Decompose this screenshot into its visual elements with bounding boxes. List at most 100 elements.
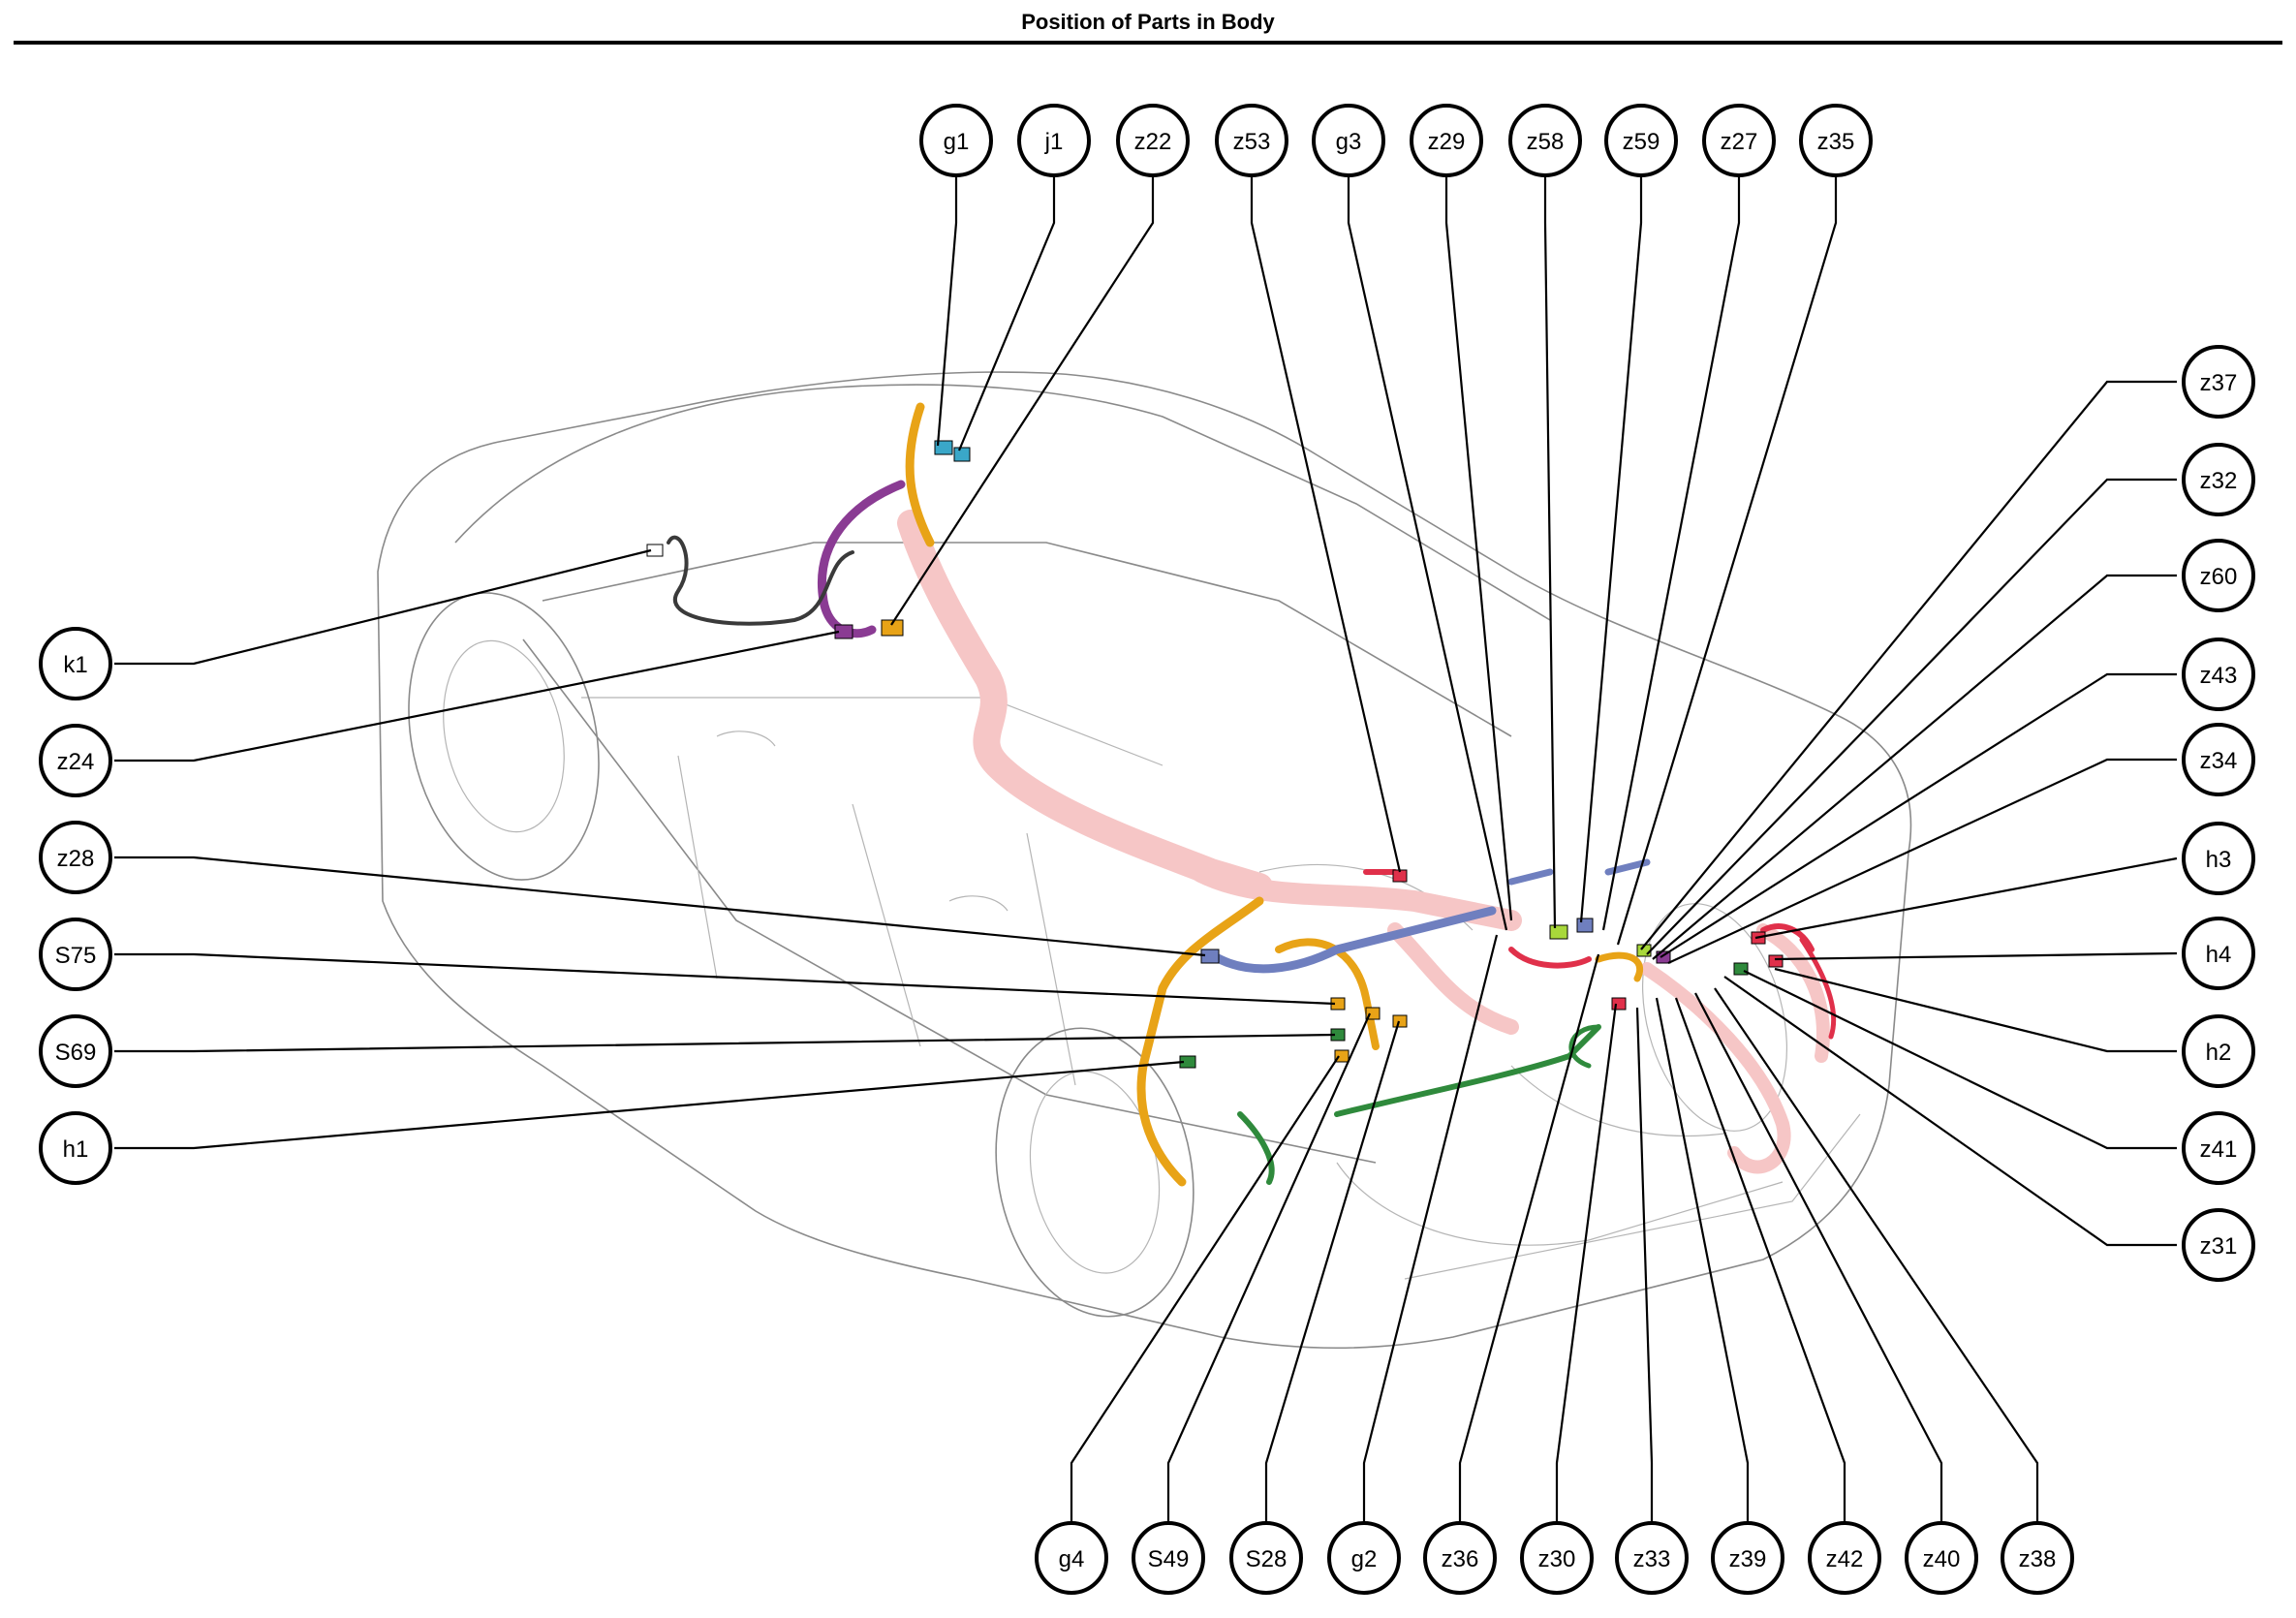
callout-label: z22	[1134, 129, 1172, 155]
connector-z58	[1549, 924, 1568, 940]
leader-z35	[1616, 137, 1838, 946]
callout-label: z28	[57, 846, 95, 872]
callout-g1[interactable]: g1	[919, 104, 993, 177]
connector-s28	[1392, 1014, 1408, 1028]
connector-h2	[1733, 962, 1749, 976]
callout-z39[interactable]: z39	[1711, 1521, 1784, 1595]
callout-S69[interactable]: S69	[39, 1014, 112, 1088]
leader-z40	[1694, 992, 1943, 1548]
leader-z42	[1674, 997, 1846, 1548]
callout-label: g4	[1059, 1546, 1085, 1572]
leader-k1	[114, 548, 652, 666]
leader-g3	[1347, 137, 1508, 931]
callout-label: z41	[2200, 1136, 2238, 1163]
callout-label: z31	[2200, 1233, 2238, 1260]
page-title: Position of Parts in Body	[1021, 10, 1275, 34]
callout-z38[interactable]: z38	[2001, 1521, 2074, 1595]
callout-g4[interactable]: g4	[1035, 1521, 1108, 1595]
leader-z30	[1555, 1003, 1618, 1548]
connector-z28	[1200, 949, 1220, 964]
callout-z41[interactable]: z41	[2182, 1111, 2255, 1185]
callout-z43[interactable]: z43	[2182, 638, 2255, 711]
leader-g4	[1070, 1055, 1340, 1548]
callout-label: z27	[1721, 129, 1758, 155]
connector-z30	[1611, 997, 1627, 1011]
callout-z30[interactable]: z30	[1520, 1521, 1594, 1595]
callout-k1[interactable]: k1	[39, 627, 112, 700]
callout-label: z43	[2200, 663, 2238, 689]
connector-z22	[881, 619, 904, 637]
connector-g4	[1334, 1049, 1350, 1063]
callout-h1[interactable]: h1	[39, 1111, 112, 1185]
callout-label: z59	[1623, 129, 1660, 155]
callout-label: z58	[1527, 129, 1565, 155]
callout-z22[interactable]: z22	[1116, 104, 1190, 177]
callout-z58[interactable]: z58	[1508, 104, 1582, 177]
callout-label: j1	[1044, 129, 1064, 155]
leader-z24	[114, 630, 840, 762]
callouts: g1 j1 z22 z53 g3 z29 z58 z59 z27 z35 z37…	[39, 104, 2255, 1595]
leader-z32	[1646, 478, 2177, 955]
leader-h4	[1774, 951, 2178, 961]
leader-z39	[1655, 997, 1750, 1548]
callout-z31[interactable]: z31	[2182, 1208, 2255, 1282]
callout-z60[interactable]: z60	[2182, 539, 2255, 612]
callout-h4[interactable]: h4	[2182, 917, 2255, 990]
callout-label: z38	[2019, 1546, 2057, 1572]
callout-j1[interactable]: j1	[1017, 104, 1091, 177]
leader-z60	[1652, 574, 2177, 960]
callout-g2[interactable]: g2	[1327, 1521, 1401, 1595]
callout-z36[interactable]: z36	[1423, 1521, 1497, 1595]
leader-z43	[1660, 672, 2177, 958]
leader-g2	[1362, 934, 1499, 1548]
callout-label: z37	[2200, 370, 2238, 396]
callout-label: S69	[55, 1040, 97, 1066]
callout-z53[interactable]: z53	[1215, 104, 1288, 177]
leader-h1	[114, 1060, 1185, 1150]
connector-h4	[1768, 954, 1784, 968]
callout-z27[interactable]: z27	[1702, 104, 1776, 177]
leader-z37	[1640, 380, 2177, 950]
callout-label: k1	[63, 652, 87, 678]
callout-S28[interactable]: S28	[1229, 1521, 1303, 1595]
callout-label: S28	[1246, 1546, 1288, 1572]
callout-z29[interactable]: z29	[1410, 104, 1483, 177]
callout-z32[interactable]: z32	[2182, 443, 2255, 516]
callout-z42[interactable]: z42	[1808, 1521, 1881, 1595]
connector-z59	[1576, 918, 1594, 933]
callout-z24[interactable]: z24	[39, 724, 112, 797]
callout-h2[interactable]: h2	[2182, 1014, 2255, 1088]
leader-s69	[114, 1033, 1336, 1053]
callout-label: z32	[2200, 468, 2238, 494]
callout-label: g2	[1351, 1546, 1378, 1572]
callout-S49[interactable]: S49	[1132, 1521, 1205, 1595]
callout-z33[interactable]: z33	[1615, 1521, 1689, 1595]
callout-z28[interactable]: z28	[39, 821, 112, 894]
callout-label: z39	[1729, 1546, 1767, 1572]
leader-z36	[1458, 953, 1600, 1548]
leader-z31	[1723, 976, 2177, 1247]
callout-z59[interactable]: z59	[1604, 104, 1678, 177]
callout-label: S75	[55, 943, 97, 969]
leader-g1	[936, 137, 958, 447]
callout-S75[interactable]: S75	[39, 918, 112, 991]
leader-z59	[1579, 137, 1643, 923]
callout-h3[interactable]: h3	[2182, 822, 2255, 895]
callout-label: h1	[63, 1136, 89, 1163]
leader-z34	[1667, 758, 2177, 964]
callout-z40[interactable]: z40	[1905, 1521, 1978, 1595]
leader-z28	[114, 856, 1206, 957]
callout-z34[interactable]: z34	[2182, 723, 2255, 796]
callout-label: z36	[1442, 1546, 1479, 1572]
callout-z37[interactable]: z37	[2182, 345, 2255, 419]
callout-label: z60	[2200, 564, 2238, 590]
leader-z33	[1635, 1007, 1654, 1548]
callout-z35[interactable]: z35	[1799, 104, 1873, 177]
callout-label: z42	[1826, 1546, 1864, 1572]
leader-h3	[1754, 856, 2178, 940]
leader-j1	[957, 137, 1056, 451]
callout-label: z24	[57, 749, 95, 775]
callout-g3[interactable]: g3	[1312, 104, 1385, 177]
callout-label: h2	[2206, 1040, 2232, 1066]
